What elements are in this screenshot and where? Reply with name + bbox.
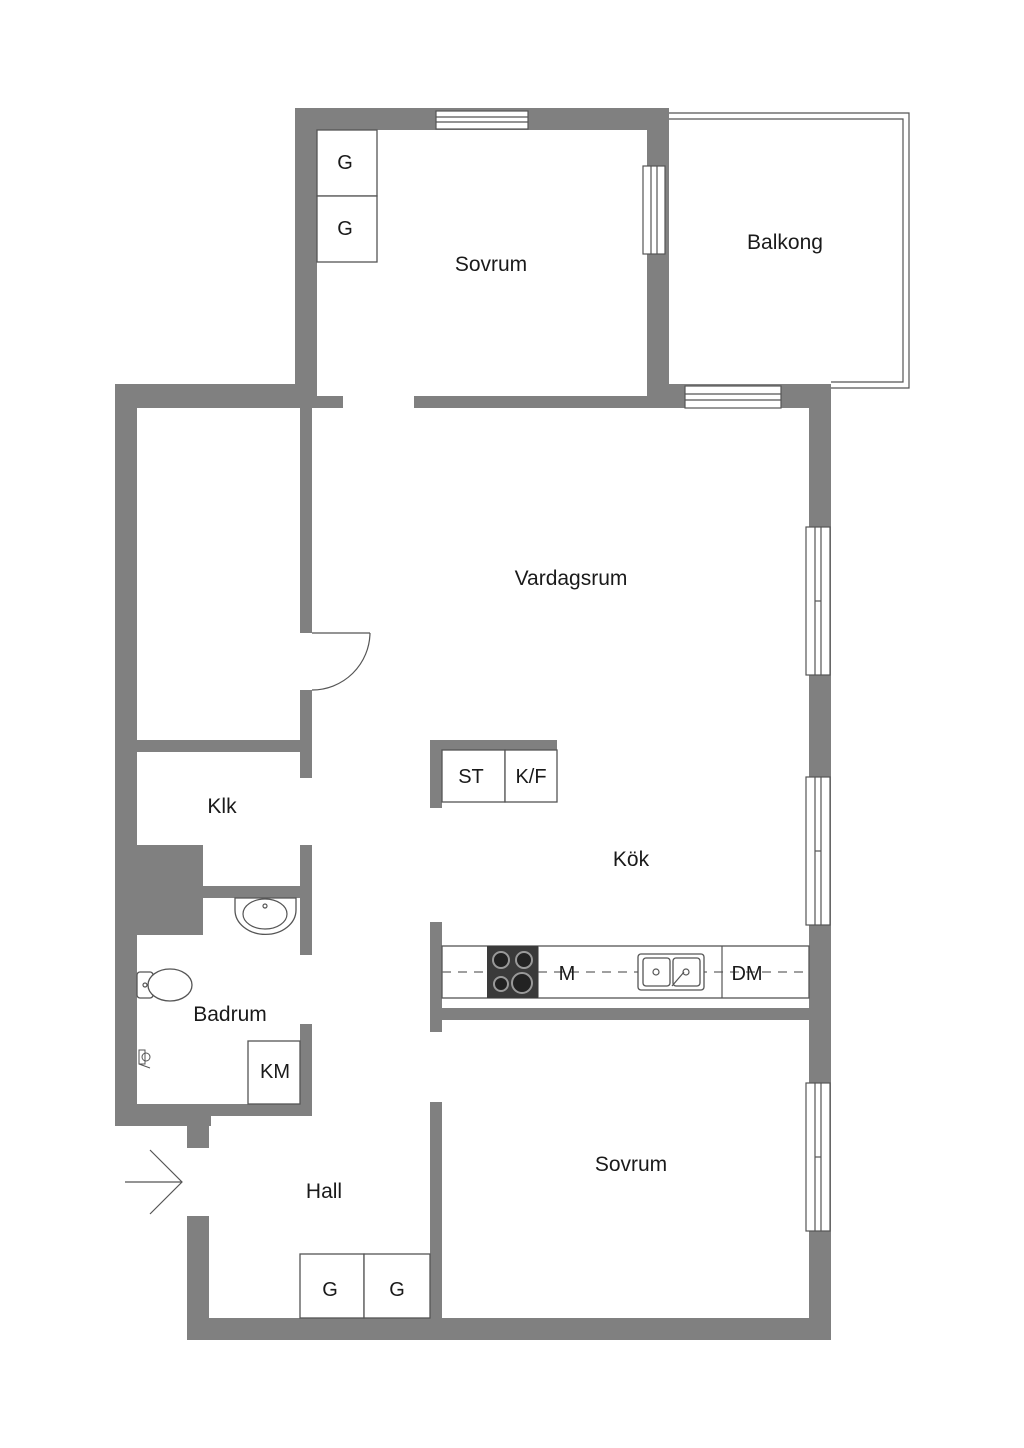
room-label-badrum: Badrum [193,1003,267,1026]
room-labels: Sovrum Balkong Vardagsrum Klk Kök Badrum… [193,231,823,1203]
bathroom-fixtures [136,897,301,1105]
room-label-kok: Kök [613,848,650,871]
entrance-arrow-icon [125,1149,183,1215]
room-label-hall: Hall [306,1180,342,1203]
windows [435,110,831,1232]
label-microwave: M [559,963,576,985]
wardrobe-hall [299,1253,431,1319]
label-wardrobe-hall-2: G [389,1279,405,1301]
sink-icon [637,953,705,991]
wardrobe-top [316,129,378,263]
room-label-balkong: Balkong [747,231,823,254]
room-label-vardagsrum: Vardagsrum [515,567,628,590]
fixture-labels: G G ST K/F M DM KM G G [260,152,763,1301]
room-label-sovrum-top: Sovrum [455,253,527,276]
label-washing-machine: KM [260,1061,290,1083]
shower-icon [138,1049,151,1069]
stove-icon [487,946,538,998]
kitchen-island [441,749,558,803]
kitchen-counter [441,945,810,999]
label-dishwasher: DM [731,963,762,985]
label-wardrobe-top-2: G [337,218,353,240]
toilet-icon [136,968,193,1002]
label-fridge-freezer: K/F [515,766,546,788]
room-label-sovrum-bottom: Sovrum [595,1153,667,1176]
label-wardrobe-top-1: G [337,152,353,174]
door-swing [311,632,371,691]
walls [115,108,831,1340]
washbasin-icon [234,897,297,935]
label-stove-unit: ST [458,766,484,788]
balcony-outline [669,112,910,389]
room-label-klk: Klk [207,795,237,818]
label-wardrobe-hall-1: G [322,1279,338,1301]
